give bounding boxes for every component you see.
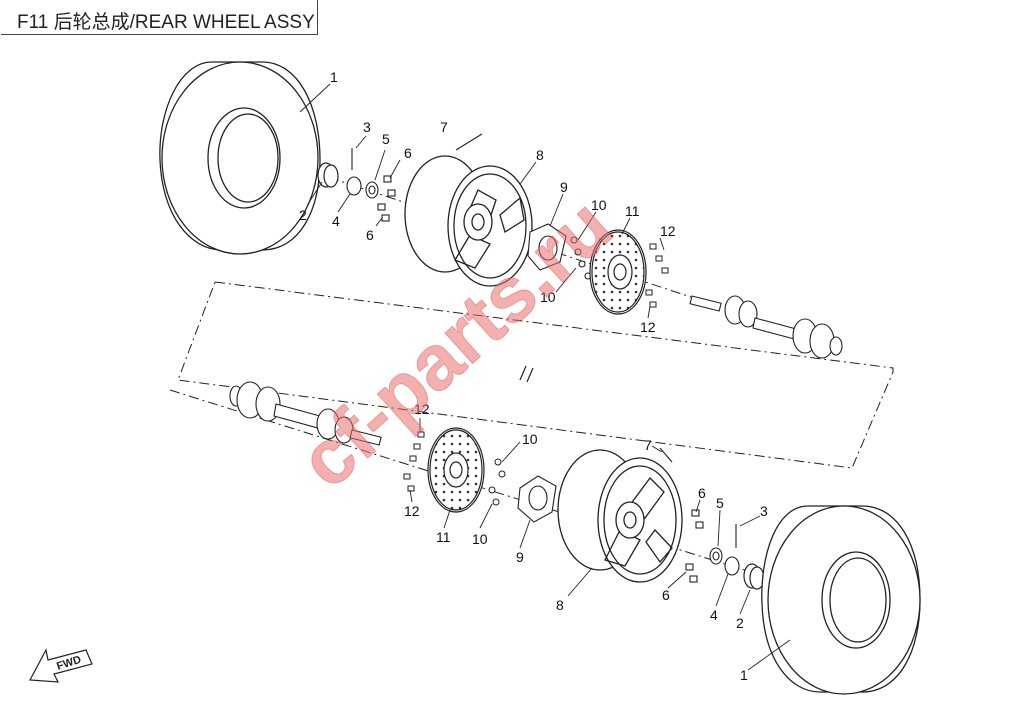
- callout-9-upper: 9: [560, 179, 568, 195]
- bolts-10-lower: [488, 458, 506, 506]
- callout-11-upper: 11: [625, 203, 640, 219]
- break-mark: [519, 365, 534, 383]
- callout-6-upper-a: 6: [404, 145, 412, 161]
- callout-10-upper-a: 10: [591, 197, 607, 213]
- brake-disc-upper: [589, 229, 647, 315]
- callout-6-lower-a: 6: [698, 485, 706, 501]
- bolts-12-upper: [645, 243, 669, 308]
- drive-shaft-lower: [229, 381, 382, 446]
- callout-4-upper: 4: [332, 213, 340, 229]
- hub-nut-lower: [743, 563, 765, 590]
- bolts-12-lower: [403, 431, 425, 492]
- callout-10-upper-b: 10: [540, 289, 556, 305]
- small-parts-lower: [685, 509, 740, 583]
- callout-7-lower: 7: [644, 437, 652, 453]
- page-title: F11 后轮总成/REAR WHEEL ASSY: [17, 12, 315, 33]
- leader-lines: [299, 83, 791, 671]
- tire-lower: [761, 505, 921, 695]
- callout-6-upper-b: 6: [366, 227, 374, 243]
- callout-5-lower: 5: [716, 495, 724, 511]
- callout-6-lower-b: 6: [662, 587, 670, 603]
- callouts: 1 2 3 4 5 6 6 7 8 9 10 10 11 12 12 12 12…: [299, 69, 768, 683]
- callout-5-upper: 5: [382, 131, 390, 147]
- callout-12-upper-b: 12: [640, 319, 656, 335]
- callout-1-upper: 1: [330, 69, 338, 85]
- callout-3-upper: 3: [363, 119, 371, 135]
- brake-disc-lower: [427, 427, 485, 513]
- title-box: F11 后轮总成/REAR WHEEL ASSY: [1, 0, 318, 35]
- drive-shaft-upper: [689, 295, 843, 359]
- callout-2-upper: 2: [299, 207, 307, 223]
- callout-4-lower: 4: [710, 607, 718, 623]
- callout-12-lower-b: 12: [404, 503, 420, 519]
- fwd-arrow-icon: FWD: [29, 648, 93, 683]
- callout-11-lower: 11: [436, 529, 451, 545]
- callout-12-upper-a: 12: [660, 223, 676, 239]
- tire-upper: [159, 61, 321, 255]
- callout-10-lower-a: 10: [472, 531, 488, 547]
- rim-lower: [557, 449, 683, 583]
- hub-lower: [517, 475, 557, 523]
- callout-3-lower: 3: [760, 503, 768, 519]
- callout-12-lower-a: 12: [414, 401, 430, 417]
- callout-8-lower: 8: [556, 597, 564, 613]
- callout-8-upper: 8: [536, 147, 544, 163]
- callout-9-lower: 9: [516, 549, 524, 565]
- callout-10-lower-b: 10: [522, 431, 538, 447]
- callout-1-lower: 1: [740, 667, 748, 683]
- callout-2-lower: 2: [736, 615, 744, 631]
- small-parts-upper: [346, 148, 396, 222]
- rim-upper: [404, 155, 533, 287]
- callout-7-upper: 7: [440, 119, 448, 135]
- hub-upper: [527, 223, 592, 280]
- hub-nut-upper: [317, 162, 339, 188]
